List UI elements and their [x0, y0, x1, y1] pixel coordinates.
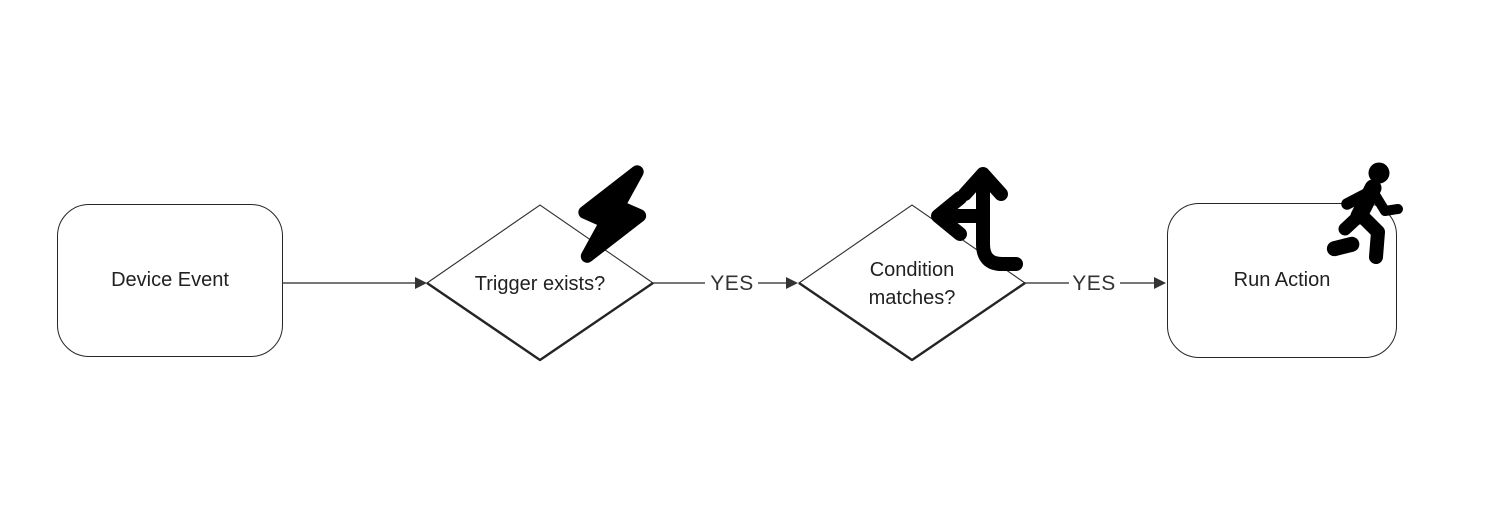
- lightning-bolt-icon: [578, 165, 647, 263]
- arrowhead-icon: [415, 277, 427, 289]
- edge-trigger-to-condition: [653, 277, 798, 289]
- edge-label-yes-1: YES: [707, 272, 757, 296]
- node-condition-matches-label: Condition matches?: [868, 259, 956, 309]
- node-run-action: Run Action: [1167, 203, 1397, 358]
- arrowhead-icon: [786, 277, 798, 289]
- running-person-icon: [1326, 162, 1403, 264]
- node-trigger-exists-shape: [426, 204, 654, 362]
- node-device-event-label: Device Event: [111, 269, 229, 291]
- node-device-event: Device Event: [57, 204, 283, 357]
- arrowhead-icon: [1154, 277, 1166, 289]
- node-condition-matches-shape: [798, 204, 1026, 362]
- edge-label-yes-2: YES: [1069, 272, 1119, 296]
- node-trigger-exists-label: Trigger exists?: [474, 273, 606, 295]
- edge-device-event-to-trigger: [283, 277, 427, 289]
- node-run-action-label: Run Action: [1233, 269, 1331, 291]
- split-arrows-icon: [931, 167, 1023, 271]
- edge-condition-to-run-action: [1025, 277, 1166, 289]
